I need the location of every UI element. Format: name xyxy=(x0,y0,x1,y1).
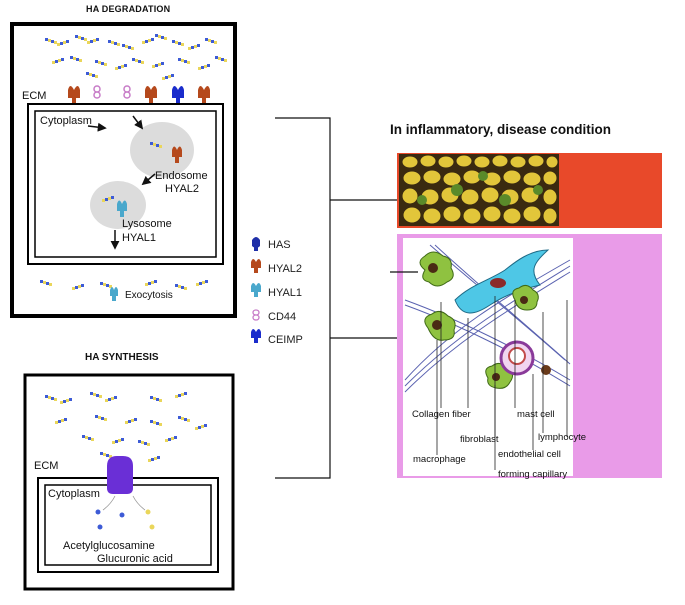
forming-capillary-label: forming capillary xyxy=(498,469,568,480)
membrane-receptors xyxy=(68,85,210,104)
degradation-ecm-label: ECM xyxy=(22,90,47,102)
synthesis-title: HA SYNTHESIS xyxy=(85,352,159,363)
endothelial-cell-label: endothelial cell xyxy=(498,449,561,460)
has-icon xyxy=(252,237,260,248)
exocytosis-fragments xyxy=(40,280,208,301)
cell-membrane-outer xyxy=(27,103,224,265)
legend-cd44-label: CD44 xyxy=(268,311,297,323)
cell-membrane-inner xyxy=(34,110,217,258)
has-enzyme xyxy=(107,456,133,494)
fibroblast-label: fibroblast xyxy=(460,434,499,445)
lymphocyte-label: lymphocyte xyxy=(538,432,587,443)
ceimp-icon xyxy=(251,329,261,338)
hyal2-icon xyxy=(251,259,261,268)
degradation-cytoplasm-label: Cytoplasm xyxy=(40,115,92,127)
hyal1-label: HYAL1 xyxy=(122,232,157,244)
acetylglucosamine-label: Acetylglucosamine xyxy=(63,540,155,552)
tissue-cells xyxy=(401,154,559,225)
legend-hyal2-label: HYAL2 xyxy=(268,263,303,275)
degradation-title: HA DEGRADATION xyxy=(86,4,171,14)
tissue-green-cells xyxy=(417,171,543,206)
endosome-vesicle xyxy=(130,122,194,178)
synthesis-ecm-label: ECM xyxy=(34,460,59,472)
degradation-frame xyxy=(10,22,237,318)
glucuronic-acid-label: Glucuronic acid xyxy=(97,553,173,565)
hyal1-icon xyxy=(251,283,261,292)
endosome-label: Endosome xyxy=(155,170,208,182)
bracket-line xyxy=(275,117,331,479)
legend-hyal1-label: HYAL1 xyxy=(268,287,303,299)
hyal2-label: HYAL2 xyxy=(165,183,200,195)
macrophage-label: macrophage xyxy=(413,454,466,465)
cd44-icon xyxy=(252,309,260,321)
legend-ceimp-label: CEIMP xyxy=(268,334,303,346)
legend-icons xyxy=(251,237,261,343)
mast-cell-label: mast cell xyxy=(517,409,555,420)
exocytosis-label: Exocytosis xyxy=(125,290,173,301)
inflammation-title: In inflammatory, disease condition xyxy=(390,122,612,137)
lymphocyte-cell xyxy=(541,365,551,375)
lysosome-label: Lysosome xyxy=(122,218,172,230)
label-leaders xyxy=(436,296,568,470)
synthesis-cytoplasm-label: Cytoplasm xyxy=(48,488,100,500)
collagen-fiber-label: Collagen fiber xyxy=(412,409,471,420)
legend-has-label: HAS xyxy=(268,239,291,251)
